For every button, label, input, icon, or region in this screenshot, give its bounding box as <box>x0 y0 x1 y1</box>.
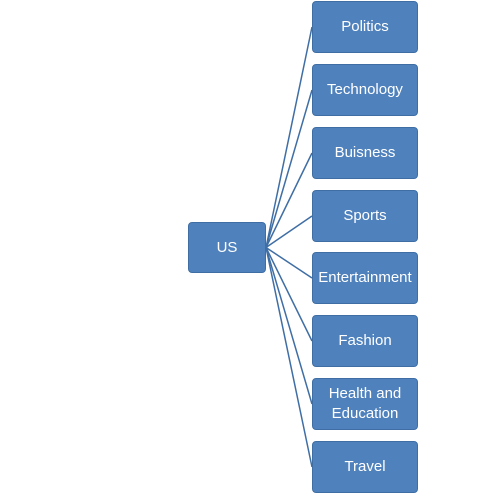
child-node-technology: Technology <box>312 64 418 116</box>
root-node-label: US <box>216 238 238 256</box>
connector-line <box>265 246 313 279</box>
child-node-label: Politics <box>341 18 389 35</box>
child-node-label: Technology <box>327 81 403 98</box>
connector-line <box>265 152 313 248</box>
child-node-sports: Sports <box>312 190 418 242</box>
connector-line <box>265 247 313 468</box>
child-node-business: Buisness <box>312 127 418 179</box>
root-node-us: US <box>188 222 266 273</box>
child-node-travel: Travel <box>312 441 418 493</box>
connector-line <box>265 215 313 249</box>
child-node-politics: Politics <box>312 1 418 53</box>
connector-line <box>265 247 313 405</box>
connector-line <box>265 26 313 248</box>
child-node-label: Fashion <box>338 332 392 349</box>
child-node-label: Entertainment <box>318 269 412 286</box>
child-node-label: Sports <box>343 207 387 224</box>
child-node-health-education: Health and Education <box>312 378 418 430</box>
child-node-label: Buisness <box>334 144 396 161</box>
connector-line <box>265 89 313 248</box>
child-node-fashion: Fashion <box>312 315 418 367</box>
child-node-label: Health and Education <box>328 385 402 422</box>
child-node-entertainment: Entertainment <box>312 252 418 304</box>
connector-line <box>265 247 313 342</box>
child-node-label: Travel <box>344 458 386 475</box>
